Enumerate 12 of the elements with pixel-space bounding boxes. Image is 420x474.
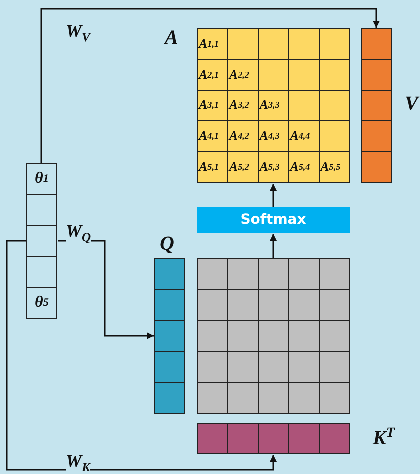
arrow	[40, 8, 380, 163]
matrix-label: K$^{T}$	[373, 427, 395, 449]
edge-label: W$_{V}$	[66, 22, 90, 44]
arrow	[6, 240, 277, 471]
matrix-label: V	[405, 94, 418, 114]
edge-label: W$_{Q}$	[66, 222, 92, 244]
matrix-label: A	[165, 28, 178, 48]
arrow	[270, 184, 277, 207]
softmax-box: Softmax	[197, 207, 350, 233]
edge-label: W$_{K}$	[66, 452, 90, 474]
matrix-label: Q	[160, 234, 174, 254]
arrow	[270, 234, 277, 258]
